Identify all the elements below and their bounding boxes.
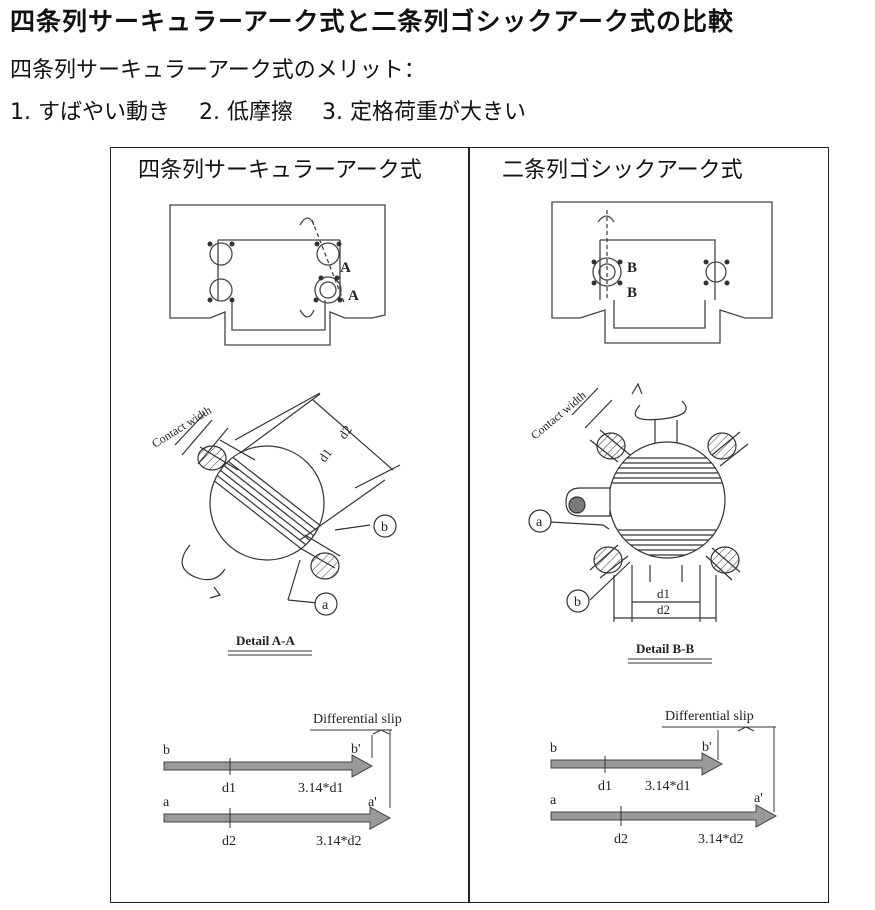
slip-b-label: b [163,743,170,758]
left-rail-section [169,204,386,346]
benefit-item: 3. 定格荷重が大きい [321,100,526,125]
callout-a-label: a [322,598,329,613]
detail-aa-label: Detail A-A [236,633,295,648]
slip-d1-label: d1 [222,781,236,796]
right-rail-section [551,201,773,344]
callout-b-label: b [574,595,581,610]
callout-circle [314,592,338,616]
slip-a-label: a [163,795,170,810]
callout-circle [528,509,552,533]
benefit-item: 2. 低摩擦 [198,100,293,125]
point-b-label: B [627,285,637,301]
benefits-heading: 四条列サーキュラーアーク式のメリット： [10,58,426,83]
left-contact-dots [207,241,343,303]
slip-a-label: a [550,793,557,808]
column-divider [468,147,470,903]
slip-b-prime-label: b' [351,742,361,757]
dimension-d1-label: d1 [315,445,335,464]
point-b-label: B [627,260,637,276]
slip-a-value: 3.14*d2 [316,834,362,849]
dimension-d2-label: d2 [335,422,355,441]
right-column-heading: 二条列ゴシックアーク式 [502,158,743,183]
callout-a-label: a [536,515,543,530]
benefits-list: 1. すばやい動き 2. 低摩擦 3. 定格荷重が大きい [10,94,548,126]
dimension-d2-label: d2 [657,602,670,617]
left-column-heading: 四条列サーキュラーアーク式 [138,158,422,183]
arrow-b [163,754,374,778]
cage-ball [568,496,586,514]
right-contact-dots [591,259,730,286]
point-a-label: A [348,288,359,304]
arrow-b [550,752,724,776]
slip-a-value: 3.14*d2 [698,832,744,847]
detail-bb-label: Detail B-B [636,641,694,656]
callout-circle [566,589,590,613]
slip-d2-label: d2 [222,834,236,849]
slip-a-prime-label: a' [368,795,377,810]
slip-d2-label: d2 [614,832,628,847]
slip-title: Differential slip [313,712,402,727]
left-detail-drawing [174,392,401,604]
callout-b-label: b [381,520,388,535]
comparison-frame [110,147,829,903]
slip-a-prime-label: a' [754,791,763,806]
point-a-label: A [340,260,351,276]
contact-width-label: Contact width [528,388,589,442]
slip-b-label: b [550,741,557,756]
left-slip-diagram [310,729,392,808]
benefit-item: 1. すばやい動き [10,100,170,125]
dimension-d1-label: d1 [657,586,670,601]
arrow-a [550,804,778,828]
arrow-a [163,806,392,830]
slip-b-value: 3.14*d1 [298,781,344,796]
page-title: 四条列サーキュラーアーク式と二条列ゴシックアーク式の比較 [10,7,735,36]
slip-d1-label: d1 [598,779,612,794]
contact-width-label: Contact width [149,403,214,451]
slip-b-prime-label: b' [702,740,712,755]
right-slip-diagram [662,726,776,812]
slip-b-value: 3.14*d1 [645,779,691,794]
slip-title: Differential slip [665,709,754,724]
callout-circle [373,514,397,538]
